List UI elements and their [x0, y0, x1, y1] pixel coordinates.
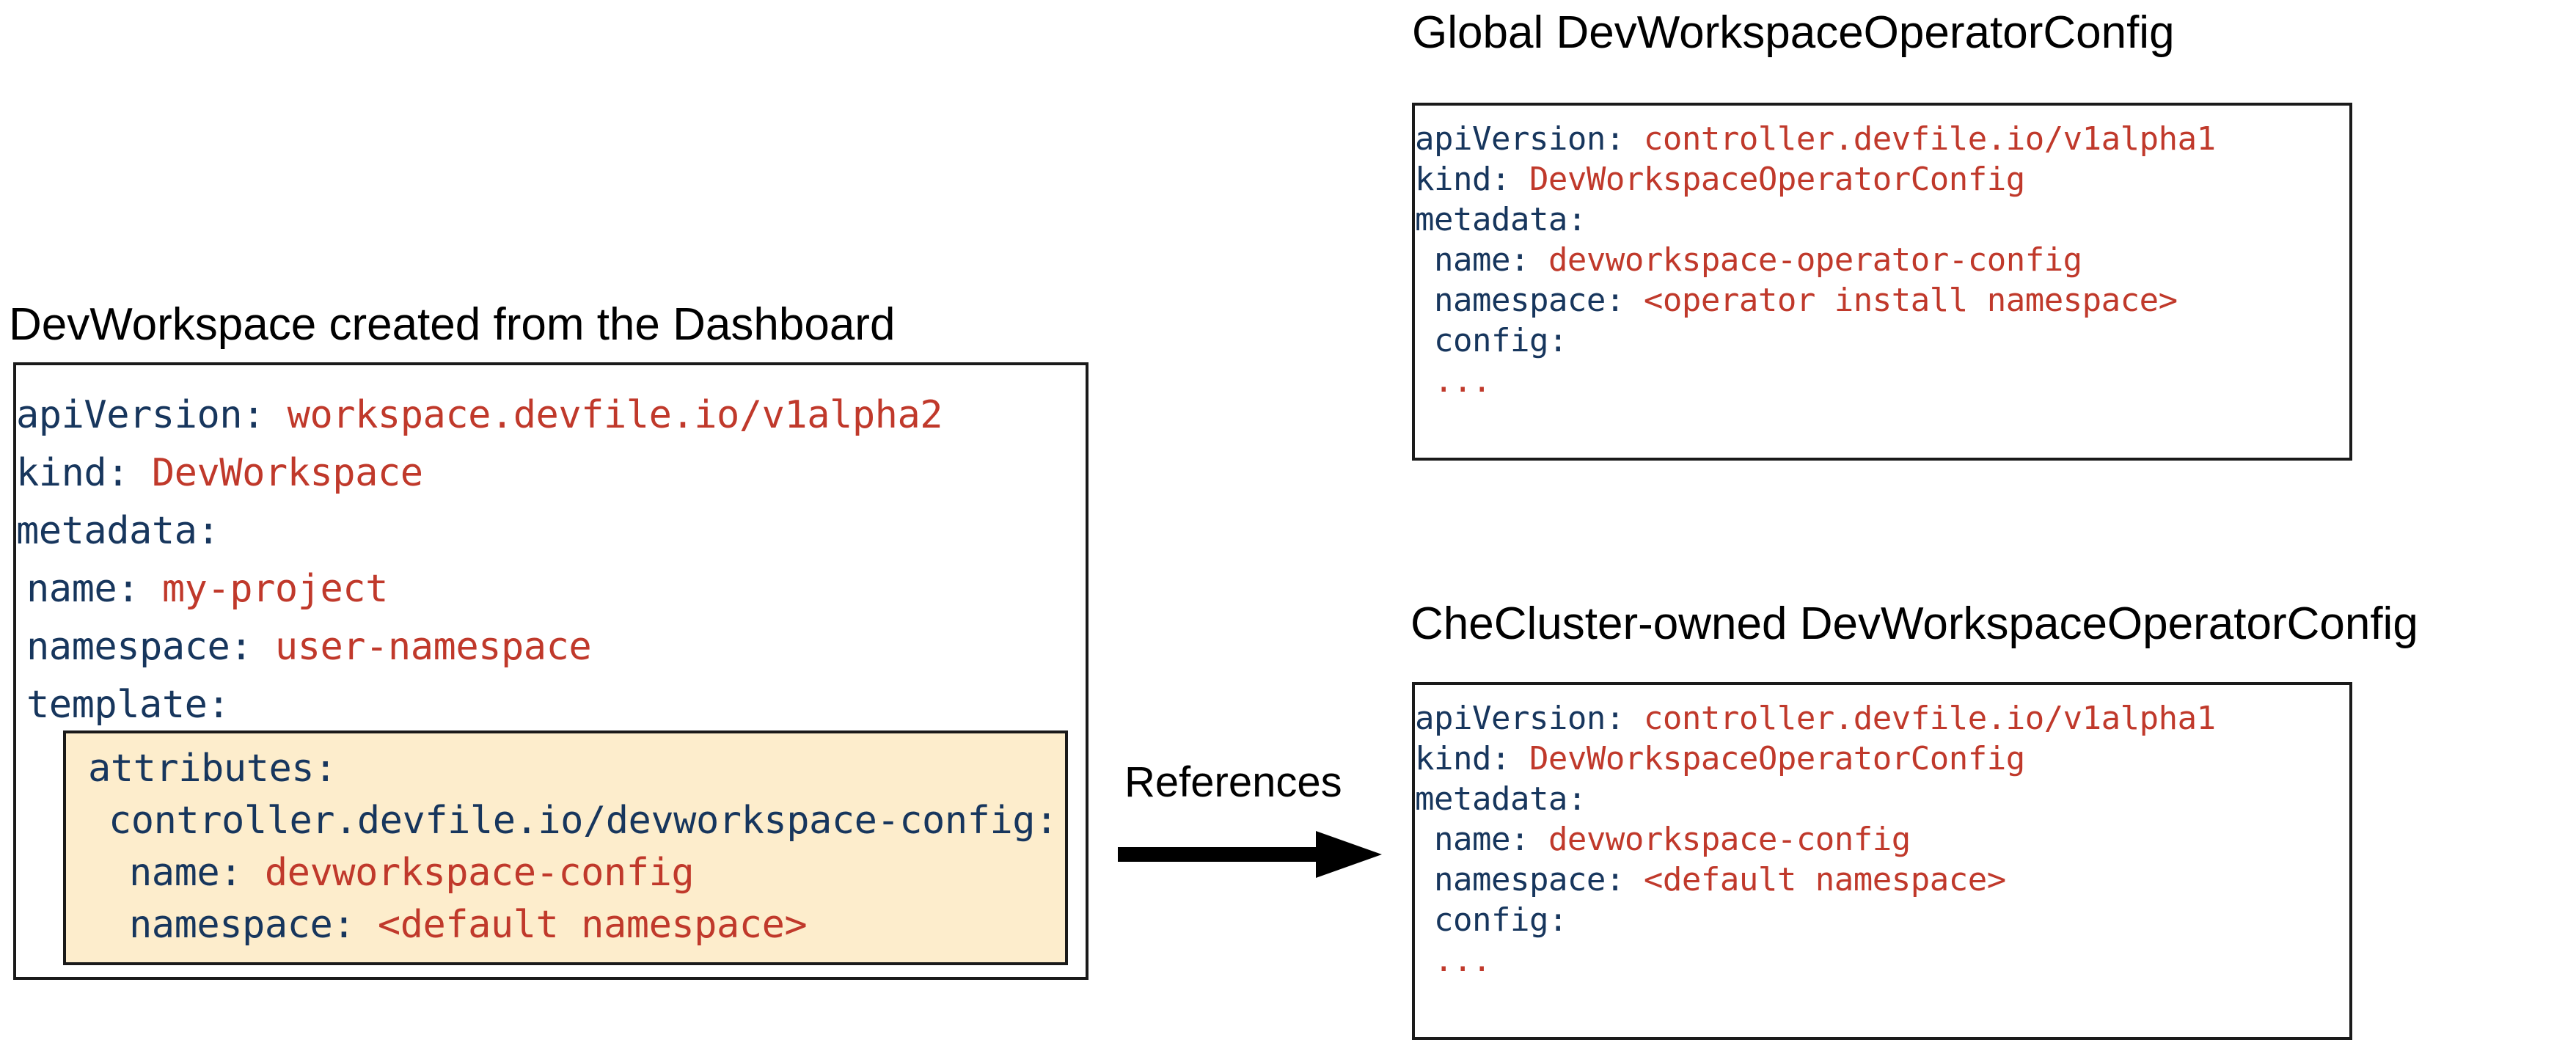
yaml-line: apiVersion: controller.devfile.io/v1alph…: [1415, 700, 2216, 737]
yaml-line: name: devworkspace-operator-config: [1434, 241, 2082, 279]
yaml-line: namespace: <default namespace>: [129, 903, 808, 947]
yaml-line: namespace: <operator install namespace>: [1434, 282, 2178, 319]
yaml-key: name:: [1434, 821, 1529, 858]
yaml-value: user-namespace: [252, 625, 592, 669]
yaml-key: name:: [26, 567, 140, 611]
yaml-value: ...: [1434, 942, 1491, 979]
yaml-line: name: devworkspace-config: [129, 851, 695, 895]
references-label: References: [1124, 758, 1342, 806]
yaml-key: kind:: [16, 451, 130, 495]
yaml-line: ...: [1434, 362, 1491, 400]
yaml-key: metadata:: [1415, 201, 1587, 238]
yaml-line: apiVersion: controller.devfile.io/v1alph…: [1415, 120, 2216, 158]
yaml-key: config:: [1434, 901, 1567, 939]
yaml-key: namespace:: [1434, 861, 1625, 898]
yaml-key: apiVersion:: [1415, 700, 1625, 737]
yaml-key: name:: [129, 851, 243, 895]
yaml-key: template:: [26, 683, 230, 727]
yaml-line: kind: DevWorkspaceOperatorConfig: [1415, 161, 2025, 198]
yaml-value: DevWorkspaceOperatorConfig: [1510, 161, 2025, 198]
checluster-owned-devworkspaceoperatorconfig-title: CheCluster-owned DevWorkspaceOperatorCon…: [1410, 598, 2418, 649]
yaml-key: attributes:: [88, 747, 337, 791]
yaml-key: name:: [1434, 241, 1529, 279]
yaml-key: namespace:: [26, 625, 253, 669]
yaml-key: namespace:: [1434, 282, 1625, 319]
yaml-line: metadata:: [1415, 201, 1587, 238]
yaml-value: <default namespace>: [1624, 861, 2006, 898]
yaml-value: DevWorkspace: [129, 451, 423, 495]
yaml-line: kind: DevWorkspaceOperatorConfig: [1415, 740, 2025, 777]
yaml-value: <operator install namespace>: [1624, 282, 2178, 319]
yaml-line: template:: [26, 683, 230, 727]
yaml-line: config:: [1434, 901, 1567, 939]
yaml-value: <default namespace>: [355, 903, 808, 947]
devworkspace-config-attribute-highlight: attributes: controller.devfile.io/devwork…: [63, 730, 1068, 965]
yaml-key: controller.devfile.io/devworkspace-confi…: [109, 799, 1058, 843]
yaml-line: attributes:: [88, 747, 337, 791]
yaml-line: namespace: <default namespace>: [1434, 861, 2006, 898]
yaml-value: controller.devfile.io/v1alpha1: [1624, 700, 2216, 737]
yaml-key: namespace:: [129, 903, 356, 947]
yaml-key: config:: [1434, 322, 1567, 359]
references-arrow-icon: [1118, 831, 1382, 878]
devworkspace-title: DevWorkspace created from the Dashboard: [9, 299, 896, 350]
yaml-key: apiVersion:: [1415, 120, 1625, 158]
yaml-key: metadata:: [16, 509, 220, 553]
yaml-value: ...: [1434, 362, 1491, 400]
yaml-line: controller.devfile.io/devworkspace-confi…: [109, 799, 1058, 843]
yaml-key: kind:: [1415, 161, 1510, 198]
yaml-value: devworkspace-config: [1529, 821, 1911, 858]
yaml-line: ...: [1434, 942, 1491, 979]
yaml-value: DevWorkspaceOperatorConfig: [1510, 740, 2025, 777]
yaml-value: workspace.devfile.io/v1alpha2: [264, 393, 943, 437]
yaml-line: namespace: user-namespace: [26, 625, 592, 669]
yaml-value: devworkspace-operator-config: [1529, 241, 2082, 279]
yaml-line: apiVersion: workspace.devfile.io/v1alpha…: [16, 393, 943, 437]
yaml-line: config:: [1434, 322, 1567, 359]
yaml-value: controller.devfile.io/v1alpha1: [1624, 120, 2216, 158]
yaml-line: metadata:: [1415, 780, 1587, 818]
yaml-key: metadata:: [1415, 780, 1587, 818]
yaml-line: name: my-project: [26, 567, 388, 611]
yaml-key: kind:: [1415, 740, 1510, 777]
devworkspace-code-box: apiVersion: workspace.devfile.io/v1alpha…: [13, 362, 1088, 980]
checluster-owned-devworkspaceoperatorconfig-code-box: apiVersion: controller.devfile.io/v1alph…: [1412, 682, 2352, 1040]
yaml-value: my-project: [139, 567, 389, 611]
yaml-line: kind: DevWorkspace: [16, 451, 423, 495]
global-devworkspaceoperatorconfig-code-box: apiVersion: controller.devfile.io/v1alph…: [1412, 103, 2352, 461]
global-devworkspaceoperatorconfig-title: Global DevWorkspaceOperatorConfig: [1412, 7, 2175, 58]
yaml-line: metadata:: [16, 509, 220, 553]
yaml-value: devworkspace-config: [242, 851, 695, 895]
yaml-line: name: devworkspace-config: [1434, 821, 1911, 858]
yaml-key: apiVersion:: [16, 393, 265, 437]
